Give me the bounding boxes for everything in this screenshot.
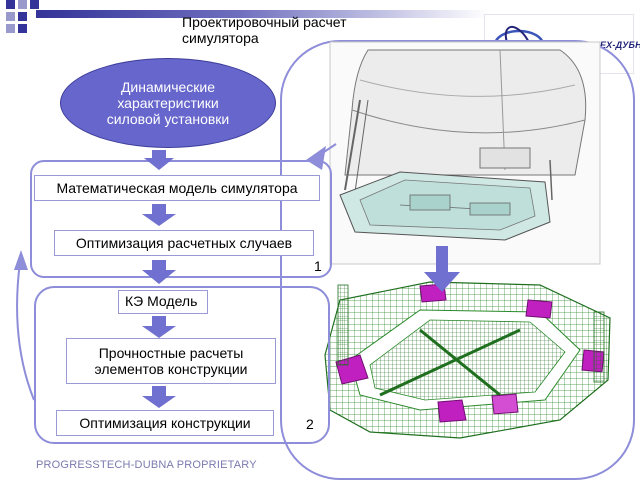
arrow-down-icon [142,204,176,226]
deco-square [30,0,39,9]
fe-mesh-icon [324,281,611,439]
arrow-down-icon [424,246,460,292]
deco-square [18,12,27,21]
right-frame [280,40,635,480]
deco-square [6,24,15,33]
feedback-arrow-icon [16,261,35,401]
arrow-down-icon [142,386,176,408]
deco-square [18,24,27,33]
deco-square [6,12,15,21]
case-optimization-box: Оптимизация расчетных случаев [54,230,314,256]
feedback-arrowhead-icon [14,250,28,270]
cabin-render-icon [329,41,601,265]
marker-1: 1 [314,258,322,274]
link-arrowhead-icon [306,146,326,170]
arrow-down-icon [144,150,174,170]
arrow-down-icon [142,316,176,338]
arrow-down-icon [142,260,176,284]
strength-calc-box: Прочностные расчеты элементов конструкци… [66,338,276,384]
deco-square [18,0,27,9]
header-bar [36,10,488,18]
deco-square [6,0,15,9]
structure-optimization-box: Оптимизация конструкции [56,410,274,436]
group-frame-2 [34,286,330,444]
fe-model-box: КЭ Модель [118,290,208,314]
marker-2: 2 [306,416,314,432]
power-unit-dynamics-ellipse: Динамические характеристики силовой уста… [60,58,276,148]
group-frame-1 [30,160,332,278]
page-title: Проектировочный расчет симулятора [182,14,347,46]
math-model-box: Математическая модель симулятора [34,175,320,201]
footer-proprietary: PROGRESSTECH-DUBNA PROPRIETARY [36,459,257,471]
